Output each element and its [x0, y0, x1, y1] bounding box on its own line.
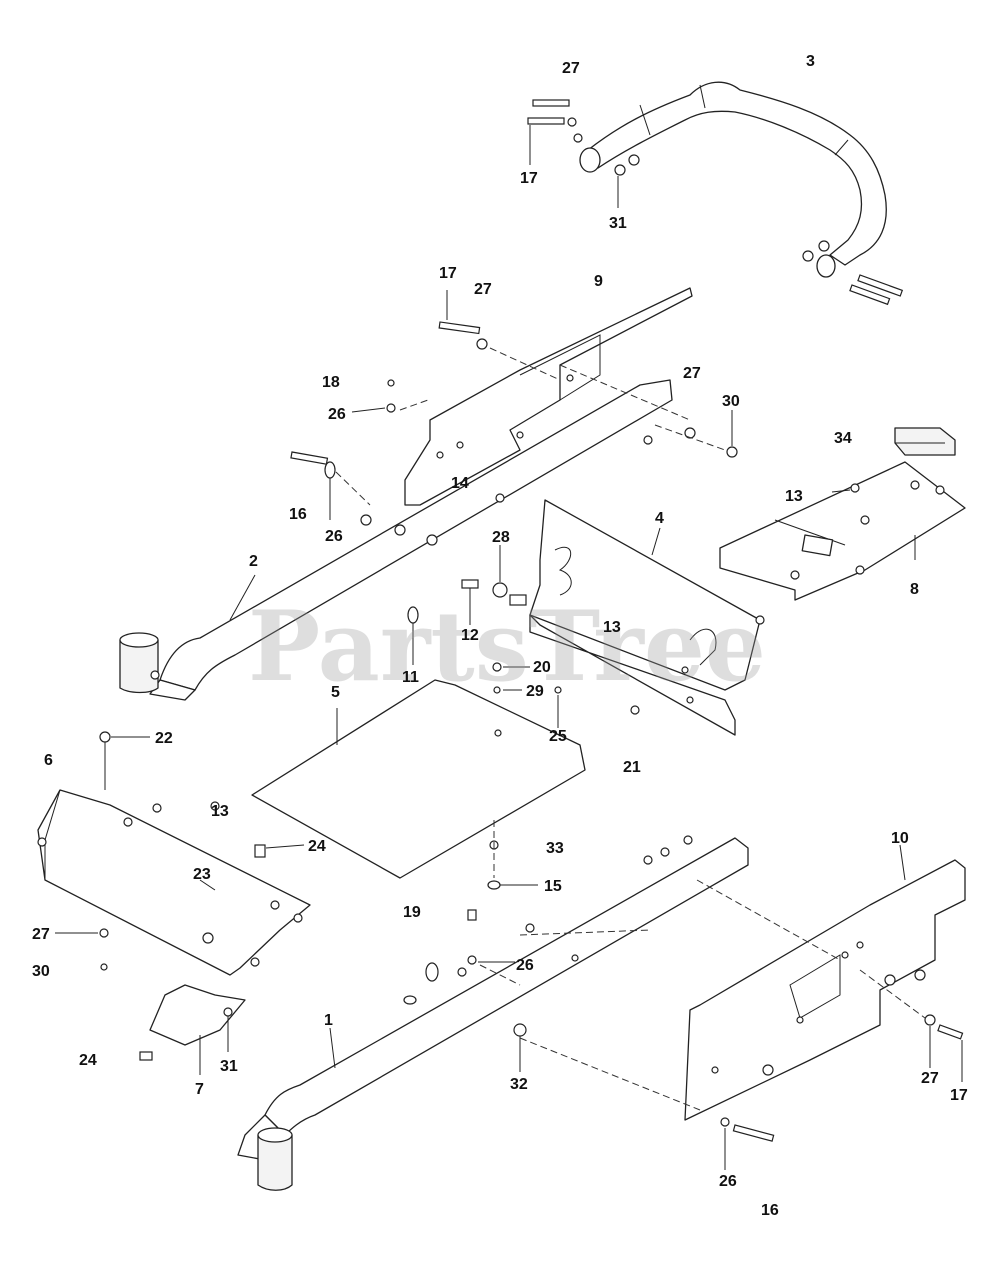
callout-17[interactable]: 17: [520, 170, 538, 187]
callout-7[interactable]: 7: [195, 1081, 204, 1098]
callout-27[interactable]: 27: [683, 365, 701, 382]
hardware-33-15: [487, 820, 538, 890]
callout-26[interactable]: 26: [516, 957, 534, 974]
pad-part-34[interactable]: [894, 427, 956, 456]
hardware-19-26-lower: [403, 909, 521, 1005]
hardware-24-upper: [254, 844, 305, 858]
callout-2[interactable]: 2: [249, 553, 258, 570]
callout-8[interactable]: 8: [910, 581, 919, 598]
callout-13[interactable]: 13: [211, 803, 229, 820]
callout-1[interactable]: 1: [324, 1012, 333, 1029]
frame-plate-part-9[interactable]: [404, 287, 693, 506]
callout-34[interactable]: 34: [834, 430, 852, 447]
hardware-11-12: [407, 579, 479, 665]
callout-13[interactable]: 13: [603, 619, 621, 636]
right-frame-rail-part-1[interactable]: [237, 835, 749, 1191]
bolts-top-right: [802, 240, 904, 306]
callout-31[interactable]: 31: [609, 215, 627, 232]
callout-25[interactable]: 25: [549, 728, 567, 745]
deck-plate-part-5[interactable]: [251, 679, 586, 879]
hardware-27-30-right: [654, 410, 738, 458]
callout-18[interactable]: 18: [322, 374, 340, 391]
hardware-22: [99, 731, 150, 790]
callout-30[interactable]: 30: [32, 963, 50, 980]
callout-21[interactable]: 21: [623, 759, 641, 776]
bracket-part-7[interactable]: [139, 984, 246, 1075]
callout-4[interactable]: 4: [655, 510, 664, 527]
callout-17[interactable]: 17: [950, 1087, 968, 1104]
callout-17[interactable]: 17: [439, 265, 457, 282]
callout-12[interactable]: 12: [461, 627, 479, 644]
bolts-top-left: [527, 99, 640, 208]
callout-3[interactable]: 3: [806, 53, 815, 70]
callout-26[interactable]: 26: [325, 528, 343, 545]
callout-20[interactable]: 20: [533, 659, 551, 676]
callout-13[interactable]: 13: [785, 488, 803, 505]
cross-member-part-4[interactable]: [529, 499, 765, 736]
callout-27[interactable]: 27: [921, 1070, 939, 1087]
callout-27[interactable]: 27: [562, 60, 580, 77]
callout-31[interactable]: 31: [220, 1058, 238, 1075]
callout-16[interactable]: 16: [289, 506, 307, 523]
callout-22[interactable]: 22: [155, 730, 173, 747]
callout-26[interactable]: 26: [328, 406, 346, 423]
callout-30[interactable]: 30: [722, 393, 740, 410]
callout-33[interactable]: 33: [546, 840, 564, 857]
callout-10[interactable]: 10: [891, 830, 909, 847]
callout-9[interactable]: 9: [594, 273, 603, 290]
callout-24[interactable]: 24: [308, 838, 326, 855]
callout-26[interactable]: 26: [719, 1173, 737, 1190]
hardware-26-16-lower: [720, 1117, 775, 1170]
hardware-27-30-left: [55, 928, 109, 971]
callout-5[interactable]: 5: [331, 684, 340, 701]
callout-11[interactable]: 11: [402, 669, 419, 686]
callout-28[interactable]: 28: [492, 529, 510, 546]
callout-24[interactable]: 24: [79, 1052, 97, 1069]
callout-6[interactable]: 6: [44, 752, 53, 769]
callout-32[interactable]: 32: [510, 1076, 528, 1093]
callout-14[interactable]: 14: [451, 475, 469, 492]
callout-19[interactable]: 19: [403, 904, 421, 921]
floor-pan-part-8[interactable]: [719, 461, 966, 601]
bolt-16-washer-26: [290, 451, 371, 520]
callout-27[interactable]: 27: [474, 281, 492, 298]
bolt-upper-17: [438, 290, 561, 381]
callout-27[interactable]: 27: [32, 926, 50, 943]
alignment-lines: [519, 364, 841, 1111]
callout-15[interactable]: 15: [544, 878, 562, 895]
handle-bar-part-3[interactable]: [579, 81, 887, 278]
hardware-20-29-25: [492, 662, 562, 728]
frame-plate-part-10[interactable]: [684, 844, 966, 1121]
callout-labels: 3 27 17 31 17 27 9 27 18 26 30 34 14 13 …: [32, 53, 968, 1219]
callout-29[interactable]: 29: [526, 683, 544, 700]
watermark: PartsTree: [248, 590, 766, 703]
bracket-part-23[interactable]: [37, 789, 311, 976]
callout-16[interactable]: 16: [761, 1202, 779, 1219]
callout-23[interactable]: 23: [193, 866, 211, 883]
hardware-28: [492, 545, 527, 606]
hardware-18-26: [351, 379, 429, 413]
hardware-27-17-lower: [859, 969, 964, 1082]
left-frame-rail-part-2[interactable]: [119, 379, 673, 701]
